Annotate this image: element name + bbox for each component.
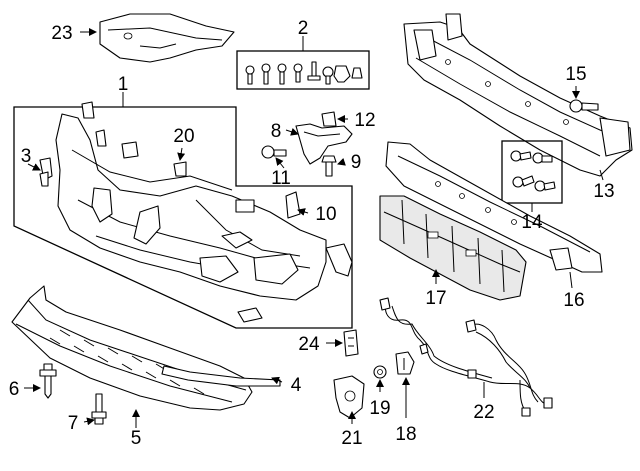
callout-3: 3	[21, 146, 32, 167]
callout-9: 9	[351, 152, 362, 173]
clip-12	[321, 111, 337, 127]
bumper-cover-group-box	[13, 106, 353, 329]
reinforcement-beam	[403, 13, 633, 177]
sensor-bracket-21	[333, 375, 365, 419]
callout-1: 1	[118, 74, 129, 95]
screw-9	[321, 155, 337, 177]
hardware-kit	[245, 61, 363, 85]
bumper-cover	[55, 113, 353, 323]
bolt-7	[91, 393, 107, 425]
callout-7: 7	[68, 413, 79, 434]
callout-11: 11	[271, 168, 291, 189]
upper-bracket-23	[99, 13, 235, 63]
callout-14: 14	[521, 212, 543, 233]
impact-bar	[385, 141, 603, 273]
retainer-20	[81, 101, 187, 177]
side-bracket-3	[39, 157, 53, 187]
callout-5: 5	[131, 428, 142, 449]
callout-21: 21	[341, 428, 362, 449]
parking-sensor-18	[395, 351, 415, 375]
callout-24: 24	[298, 334, 320, 355]
callout-23: 23	[51, 23, 72, 44]
callout-18: 18	[395, 424, 416, 445]
wiring-harness	[379, 297, 553, 417]
callout-10: 10	[315, 204, 336, 225]
screw-11	[261, 145, 287, 159]
callout-17: 17	[425, 288, 446, 309]
callout-6: 6	[9, 379, 20, 400]
callout-16: 16	[563, 290, 584, 311]
callout-12: 12	[354, 110, 375, 131]
callout-13: 13	[593, 181, 614, 202]
callout-8: 8	[271, 121, 282, 142]
trim-strip	[161, 365, 281, 387]
bolt-6	[39, 363, 57, 399]
bracket-24	[343, 329, 359, 357]
bolts-14	[510, 150, 556, 192]
callout-4: 4	[291, 375, 302, 396]
bolt-15	[569, 99, 599, 113]
callout-22: 22	[473, 402, 494, 423]
hardware-kit-box	[236, 50, 370, 90]
callout-20: 20	[173, 126, 194, 147]
leader-lines	[24, 28, 604, 428]
energy-absorber	[379, 195, 527, 301]
callout-19: 19	[369, 398, 390, 419]
callout-2: 2	[298, 18, 309, 39]
callout-15: 15	[565, 64, 586, 85]
bracket-8	[295, 123, 353, 165]
grommet-19	[373, 365, 387, 379]
